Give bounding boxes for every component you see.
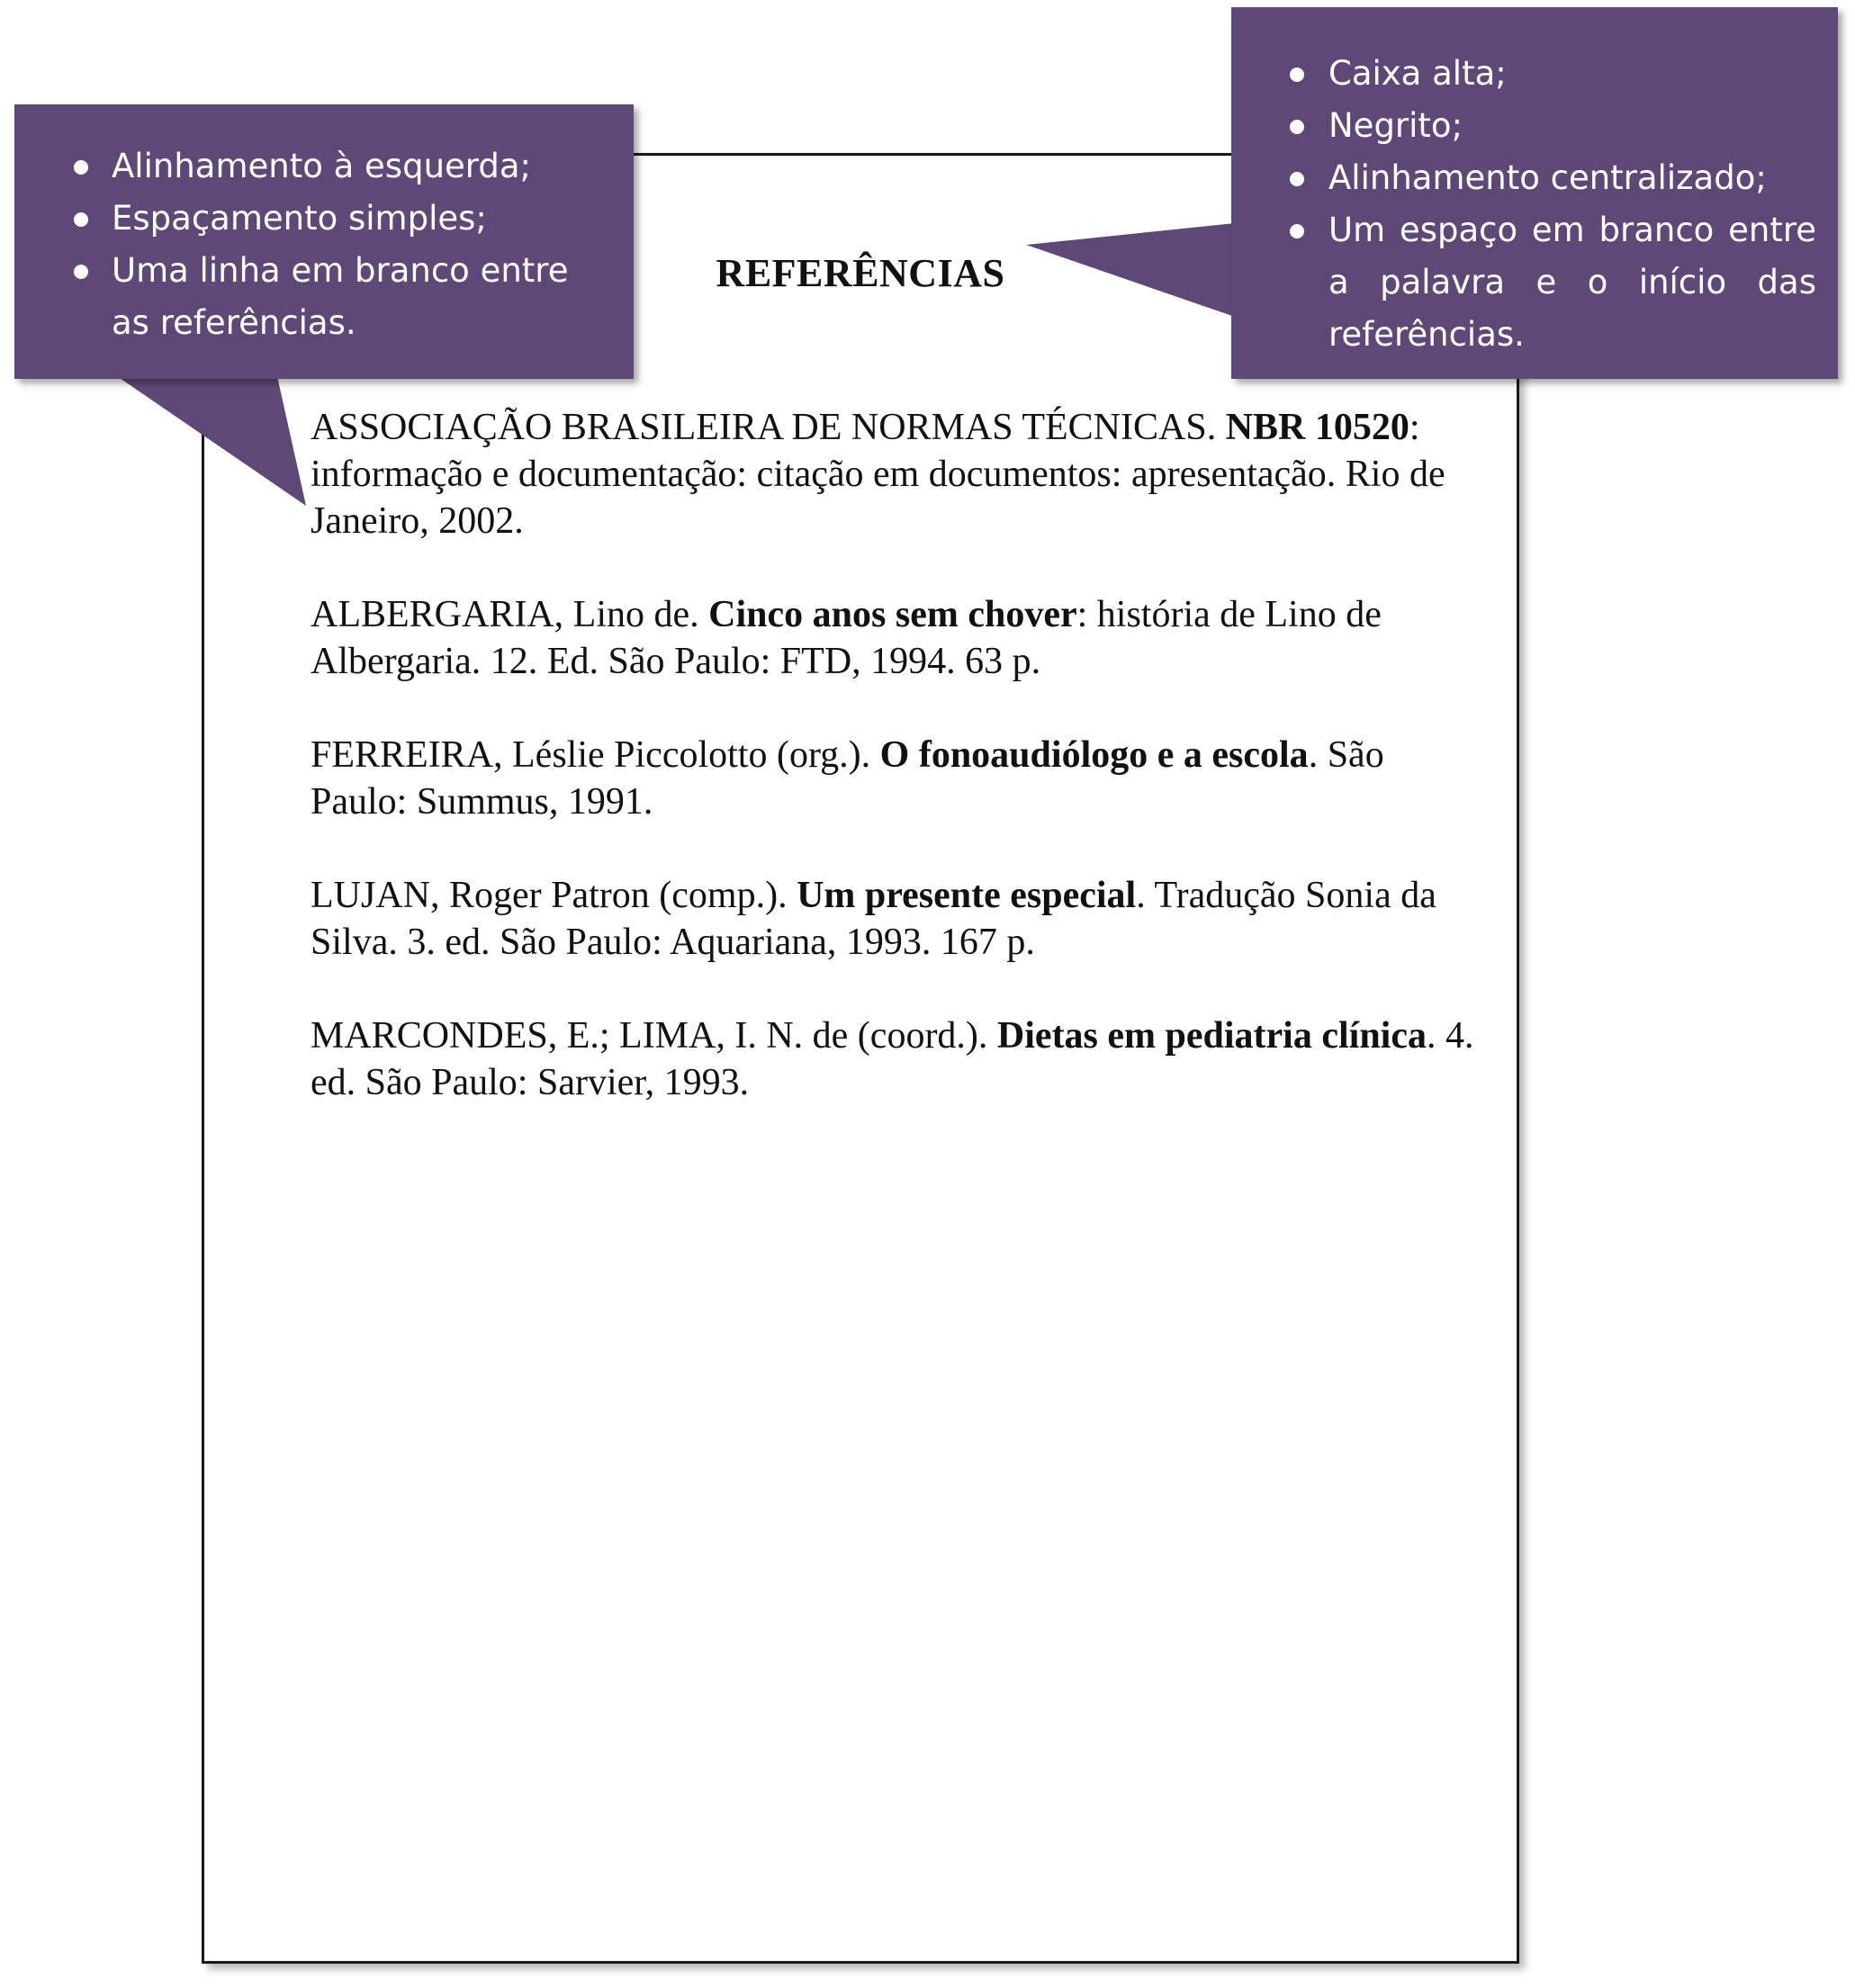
callout-list-item: Caixa alta; <box>1231 48 1816 100</box>
callout-item-text: Um espaço em branco entre a palavra e o … <box>1328 211 1816 354</box>
reference-text: . Tradução Sonia da Silva. 3. ed. São Pa… <box>311 875 1436 963</box>
callout-item-text: Caixa alta; <box>1328 54 1507 93</box>
reference-entry: LUJAN, Roger Patron (comp.). Um presente… <box>311 872 1481 966</box>
callout-list-item: Alinhamento à esquerda; <box>14 140 616 193</box>
callout-list-item: Um espaço em branco entre a palavra e o … <box>1231 204 1816 361</box>
callout-item-text: Negrito; <box>1328 106 1463 145</box>
bullet-icon <box>1290 172 1304 186</box>
callout-list-item: Alinhamento centralizado; <box>1231 152 1816 204</box>
reference-entry: MARCONDES, E.; LIMA, I. N. de (coord.). … <box>311 1012 1481 1106</box>
reference-title: Dietas em pediatria clínica <box>996 1015 1427 1057</box>
bullet-icon <box>1290 120 1304 134</box>
bullet-icon <box>74 212 88 227</box>
reference-text: : história de Lino de Albergaria. 12. Ed… <box>311 594 1382 682</box>
reference-text: FERREIRA, Léslie Piccolotto (org.). <box>311 734 880 776</box>
callout-item-text: Espaçamento simples; <box>112 199 487 238</box>
callout-list-item: Negrito; <box>1231 100 1816 152</box>
reference-text: : informação e documentação: citação em … <box>311 407 1445 542</box>
reference-text: MARCONDES, E.; LIMA, I. N. de (coord.). <box>311 1015 997 1057</box>
reference-title: Um presente especial <box>797 875 1137 916</box>
reference-text: ASSOCIAÇÃO BRASILEIRA DE NORMAS TÉCNICAS… <box>311 407 1226 448</box>
reference-text: ALBERGARIA, Lino de. <box>311 594 709 635</box>
callout-left: Alinhamento à esquerda; Espaçamento simp… <box>14 104 634 379</box>
page-title: REFERÊNCIAS <box>716 251 1005 295</box>
callout-right-list: Caixa alta; Negrito; Alinhamento central… <box>1231 48 1816 361</box>
callout-right: Caixa alta; Negrito; Alinhamento central… <box>1231 7 1838 379</box>
reference-title: NBR 10520 <box>1225 407 1409 448</box>
document-page: REFERÊNCIAS ASSOCIAÇÃO BRASILEIRA DE NOR… <box>202 153 1519 1964</box>
reference-list: ASSOCIAÇÃO BRASILEIRA DE NORMAS TÉCNICAS… <box>311 404 1481 1153</box>
reference-entry: ALBERGARIA, Lino de. Cinco anos sem chov… <box>311 591 1481 685</box>
reference-entry: FERREIRA, Léslie Piccolotto (org.). O fo… <box>311 732 1481 825</box>
callout-item-text: Alinhamento centralizado; <box>1328 158 1767 197</box>
bullet-icon <box>1290 67 1304 82</box>
callout-list-item: Espaçamento simples; <box>14 193 616 245</box>
bullet-icon <box>1290 224 1304 238</box>
callout-item-text: Alinhamento à esquerda; <box>112 147 531 185</box>
reference-text: . 4. ed. São Paulo: Sarvier, 1993. <box>311 1015 1474 1103</box>
bullet-icon <box>74 265 88 279</box>
reference-text: LUJAN, Roger Patron (comp.). <box>311 875 797 916</box>
callout-item-text: Uma linha em branco entre as referências… <box>112 251 569 342</box>
bullet-icon <box>74 160 88 175</box>
callout-list-item: Uma linha em branco entre as referências… <box>14 245 616 349</box>
reference-title: O fonoaudiólogo e a escola <box>879 734 1309 776</box>
callout-left-list: Alinhamento à esquerda; Espaçamento simp… <box>14 140 616 349</box>
reference-entry: ASSOCIAÇÃO BRASILEIRA DE NORMAS TÉCNICAS… <box>311 404 1481 544</box>
reference-title: Cinco anos sem chover <box>708 594 1077 635</box>
reference-text: . São Paulo: Summus, 1991. <box>311 734 1384 823</box>
